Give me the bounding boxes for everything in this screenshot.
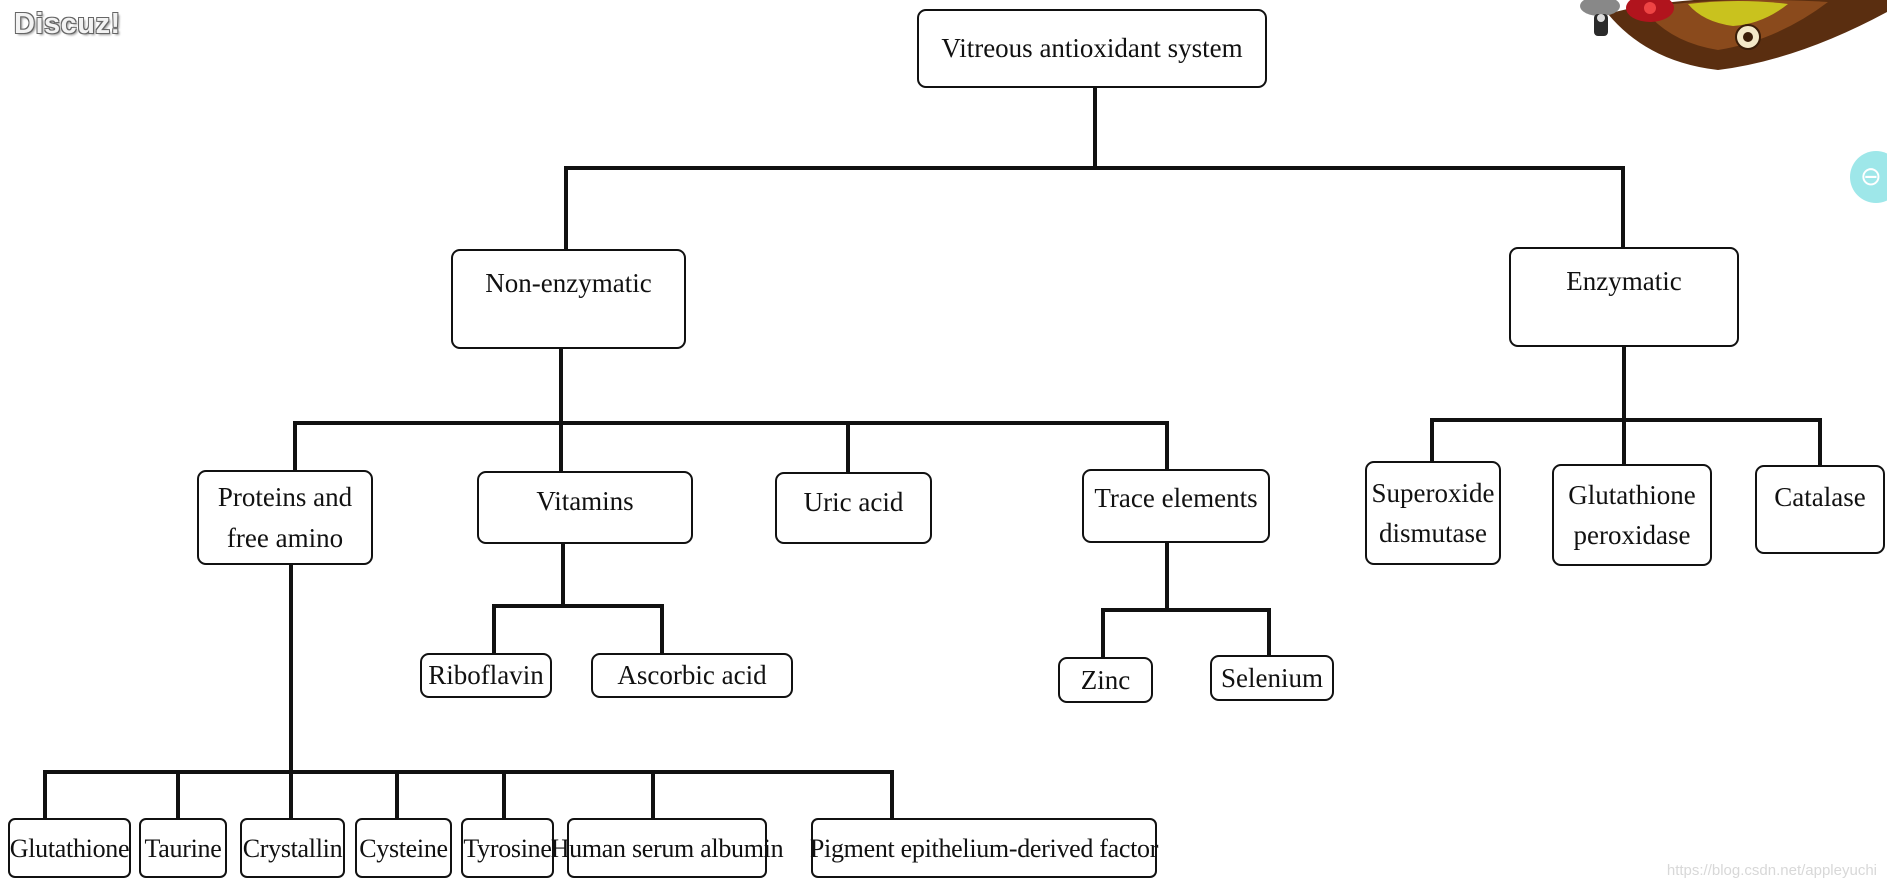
node-superoxide-line2: dismutase xyxy=(1379,518,1487,548)
node-taurine: Taurine xyxy=(139,818,227,878)
node-selenium-label: Selenium xyxy=(1221,662,1323,693)
root-connector xyxy=(564,86,1625,251)
node-proteins-line1: Proteins and xyxy=(217,482,353,512)
node-glutathione: Glutathione xyxy=(8,818,131,878)
node-uric-acid: Uric acid xyxy=(775,472,932,544)
node-vitamins: Vitamins xyxy=(477,471,693,544)
node-selenium: Selenium xyxy=(1210,655,1334,701)
node-enzymatic: Enzymatic xyxy=(1509,247,1739,347)
node-catalase-label: Catalase xyxy=(1774,482,1866,512)
cartoon-decoration-icon xyxy=(1580,0,1887,70)
node-uric-acid-label: Uric acid xyxy=(803,487,904,517)
node-catalase: Catalase xyxy=(1755,465,1885,554)
node-taurine-label: Taurine xyxy=(144,833,222,863)
node-root: Vitreous antioxidant system xyxy=(917,9,1267,88)
proteins-connector xyxy=(43,563,894,820)
node-trace-elements: Trace elements xyxy=(1082,469,1270,543)
node-pedf: Pigment epithelium-derived factor xyxy=(809,818,1159,878)
node-pedf-label: Pigment epithelium-derived factor xyxy=(809,833,1159,863)
vitamins-connector xyxy=(492,542,664,655)
node-hsa-label: Human serum albumin xyxy=(550,833,784,863)
node-proteins-line2: free amino xyxy=(226,522,344,553)
node-cysteine-label: Cysteine xyxy=(359,833,448,863)
non-enzymatic-connector xyxy=(293,347,1169,474)
node-ascorbic-acid-label: Ascorbic acid xyxy=(617,660,767,691)
node-gpx-line1: Glutathione xyxy=(1568,479,1696,510)
node-zinc-label: Zinc xyxy=(1080,664,1131,695)
node-riboflavin: Riboflavin xyxy=(420,653,552,698)
node-tyrosine: Tyrosine xyxy=(461,818,554,878)
node-glutathione-peroxidase: Glutathione peroxidase xyxy=(1552,464,1712,566)
collapse-icon[interactable]: ⊖ xyxy=(1850,151,1887,203)
node-ascorbic-acid: Ascorbic acid xyxy=(591,653,793,698)
node-zinc: Zinc xyxy=(1058,657,1153,703)
node-gpx-line2: peroxidase xyxy=(1573,520,1691,550)
node-root-label: Vitreous antioxidant system xyxy=(941,33,1243,64)
node-tyrosine-label: Tyrosine xyxy=(463,833,552,863)
node-riboflavin-label: Riboflavin xyxy=(428,660,544,691)
node-vitamins-label: Vitamins xyxy=(536,486,634,516)
node-enzymatic-label: Enzymatic xyxy=(1566,266,1682,296)
node-glutathione-label: Glutathione xyxy=(9,833,130,863)
node-crystallin-label: Crystallin xyxy=(242,833,343,863)
node-non-enzymatic: Non-enzymatic xyxy=(451,249,686,349)
enzymatic-connector xyxy=(1430,345,1822,467)
node-non-enzymatic-label: Non-enzymatic xyxy=(485,268,652,298)
node-superoxide-dismutase: Superoxide dismutase xyxy=(1365,461,1501,565)
trace-elements-connector xyxy=(1101,541,1271,659)
node-human-serum-albumin: Human serum albumin xyxy=(551,818,784,878)
node-superoxide-line1: Superoxide xyxy=(1371,477,1495,508)
node-proteins: Proteins and free amino xyxy=(197,470,373,565)
node-crystallin: Crystallin xyxy=(240,818,345,878)
watermark: https://blog.csdn.net/appleyuchi xyxy=(1666,862,1877,879)
node-cysteine: Cysteine xyxy=(355,818,452,878)
node-trace-elements-label: Trace elements xyxy=(1094,483,1258,513)
forum-logo[interactable]: Discuz! xyxy=(14,8,121,40)
